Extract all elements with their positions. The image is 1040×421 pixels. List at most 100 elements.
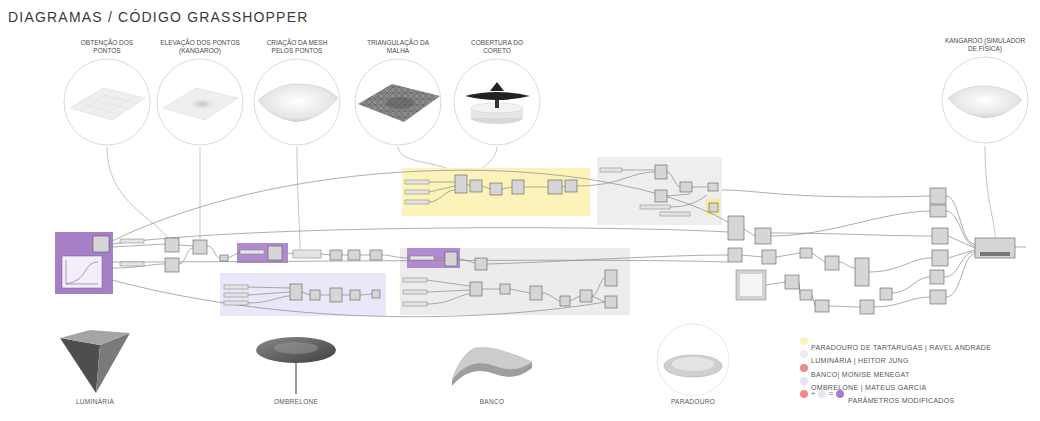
wire <box>722 190 930 197</box>
component-group <box>402 168 590 216</box>
grasshopper-component <box>293 250 321 258</box>
grasshopper-component <box>680 182 692 192</box>
grasshopper-component <box>470 282 482 296</box>
wire <box>429 182 455 202</box>
grasshopper-component <box>93 236 109 252</box>
grasshopper-component <box>800 290 812 300</box>
grasshopper-component <box>708 183 718 191</box>
grasshopper-component <box>224 293 248 297</box>
legend-swatch <box>800 350 808 358</box>
grasshopper-component <box>445 252 457 266</box>
circle-outline <box>157 59 243 145</box>
grasshopper-component <box>224 285 248 289</box>
mesh-surface <box>258 84 338 122</box>
render-caption: BANCO <box>480 398 505 406</box>
legend-row: LUMINÁRIA | HEITOR JUNG <box>800 349 909 359</box>
grasshopper-component <box>930 290 946 304</box>
grasshopper-component <box>736 270 766 300</box>
paradouro-render <box>672 357 714 371</box>
grasshopper-component <box>405 180 429 184</box>
circle-outline <box>254 59 340 145</box>
grasshopper-component <box>860 300 874 314</box>
legend-text: OMBRELONE | MATEUS GARCIA <box>811 383 926 393</box>
grasshopper-component <box>930 188 946 204</box>
grasshopper-component <box>193 240 207 254</box>
wire <box>228 252 240 258</box>
heading-block: ELEVAÇÃO DOS PONTOS (KANGAROO) <box>156 39 244 55</box>
heading-block: CRIAÇÃO DA MESH PELOS PONTOS <box>253 39 341 55</box>
component-group <box>400 248 630 315</box>
wire <box>248 287 290 303</box>
coreto-cover <box>490 82 504 91</box>
ombrelone-render <box>295 358 297 394</box>
grasshopper-component <box>372 290 380 298</box>
triangulated-mesh <box>386 97 414 109</box>
paradouro-render <box>657 324 729 396</box>
legend-text: PARÂMETROS MODIFICADOS <box>848 396 954 406</box>
legend-swatch <box>800 377 808 385</box>
leader-line <box>200 147 201 239</box>
legend-row: PARÂMETROS MODIFICADOS <box>836 389 954 399</box>
grasshopper-component <box>600 168 622 172</box>
grasshopper-component <box>120 262 144 266</box>
points-plane <box>70 88 145 120</box>
grasshopper-component <box>728 248 742 262</box>
circle-heading: KANGAROO (SIMULADOR DE FÍSICA) <box>941 37 1029 53</box>
grasshopper-component <box>403 278 427 282</box>
circle-outline <box>354 58 442 146</box>
component-group <box>237 243 288 263</box>
grasshopper-component <box>490 183 502 195</box>
legend-swatch <box>800 364 808 372</box>
coreto-cover <box>465 82 530 124</box>
grasshopper-component <box>655 190 667 202</box>
grasshopper-component <box>348 250 360 260</box>
grasshopper-component <box>580 290 592 302</box>
kangaroo-surface <box>948 86 1022 118</box>
ombrelone-render <box>256 337 336 363</box>
circle-outline <box>454 59 540 145</box>
legend-swatch <box>800 337 808 345</box>
circle-outline <box>253 58 341 146</box>
grasshopper-component <box>330 288 342 302</box>
legend-dot <box>800 390 826 398</box>
wire <box>744 229 755 236</box>
banco-render <box>452 348 532 387</box>
grasshopper-component <box>220 255 228 261</box>
grasshopper-component <box>405 200 429 204</box>
points-plane <box>78 91 137 118</box>
legend-row: PARADOURO DE TARTARUGAS | RAVEL ANDRADE <box>800 336 991 346</box>
grasshopper-component <box>93 165 1015 314</box>
grasshopper-component <box>825 256 839 270</box>
diagram-circle: TRIANGULAÇÃO DA MALHA <box>354 39 442 147</box>
component-group <box>220 273 386 316</box>
diagram-circle: CRIAÇÃO DA MESH PELOS PONTOS <box>253 39 341 147</box>
grasshopper-component <box>930 205 946 217</box>
component-group <box>62 256 102 288</box>
paradouro-render <box>657 324 729 396</box>
grasshopper-component <box>512 180 524 194</box>
wire <box>946 254 975 297</box>
legend-swatch <box>836 390 844 398</box>
grasshopper-component <box>403 302 427 306</box>
circle-heading: COBERTURA DO CORETO <box>467 39 527 55</box>
grasshopper-component <box>655 165 667 179</box>
grasshopper-component <box>565 180 577 192</box>
mesh-surface <box>258 84 338 122</box>
grasshopper-component <box>762 250 776 264</box>
leader-line <box>297 147 300 249</box>
leader-line <box>985 146 995 237</box>
wire <box>179 245 193 246</box>
wire <box>948 250 975 258</box>
leader-line <box>107 146 995 249</box>
grasshopper-component <box>120 239 144 243</box>
coreto-cover <box>465 92 530 100</box>
wire <box>112 244 165 247</box>
luminaria-render <box>60 330 130 345</box>
elevated-plane <box>163 88 238 120</box>
grasshopper-component <box>330 250 342 260</box>
wire <box>112 280 605 317</box>
grasshopper-component <box>470 180 482 192</box>
luminaria-render <box>60 338 100 393</box>
grasshopper-component <box>785 275 799 289</box>
wire <box>592 278 605 302</box>
